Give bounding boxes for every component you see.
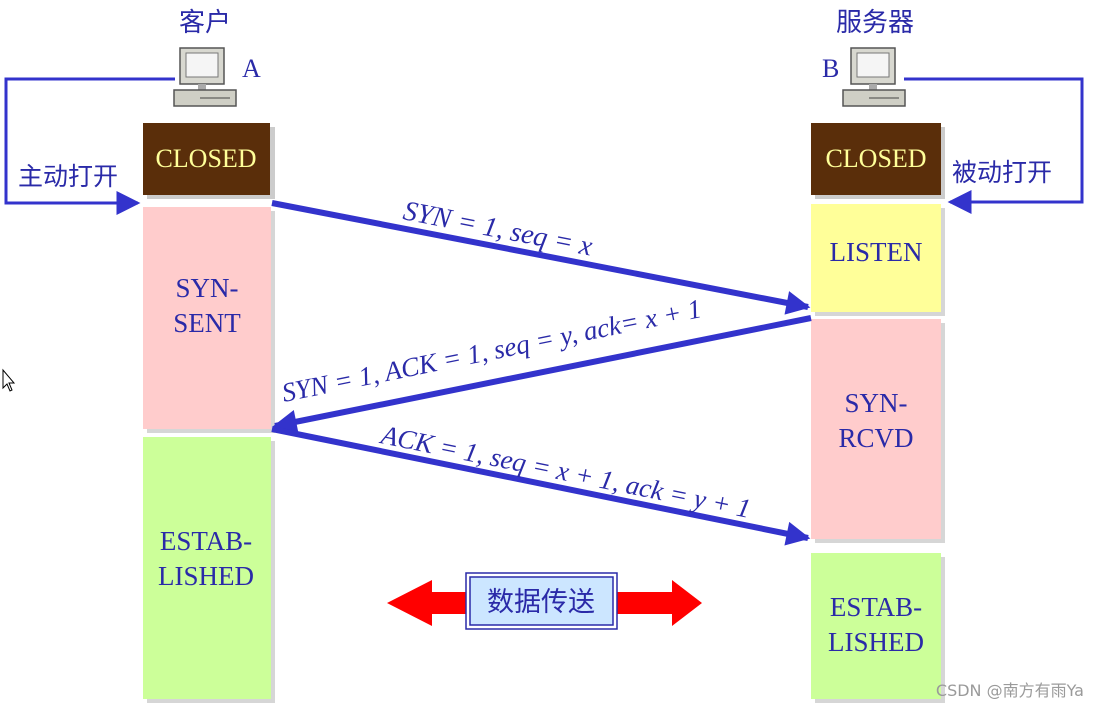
- server-state-closed: [811, 123, 941, 195]
- server-open-connector: [904, 77, 1084, 214]
- ack-message-label: ACK = 1, seq = x + 1, ack = y + 1: [377, 419, 753, 524]
- server-listen-label: LISTEN: [830, 237, 923, 267]
- client-estab-line2: LISHED: [158, 561, 254, 591]
- server-closed-label: CLOSED: [825, 144, 926, 173]
- watermark: CSDN @南方有雨Ya: [936, 681, 1084, 700]
- syn-arrow: [271, 200, 811, 315]
- server-computer-icon: [842, 47, 906, 107]
- client-state-syn-sent: [143, 207, 271, 429]
- client-open-label: 主动打开: [18, 162, 118, 191]
- client-state-established: [143, 437, 271, 699]
- server-title: 服务器: [836, 8, 914, 38]
- client-syn-sent-line2: SENT: [173, 308, 241, 338]
- client-letter: A: [242, 54, 261, 83]
- server-state-syn-rcvd: [811, 319, 941, 539]
- client-estab-line1: ESTAB-: [160, 526, 252, 556]
- client-computer-icon: [173, 47, 237, 107]
- client-open-connector: [4, 77, 175, 215]
- server-estab-line1: ESTAB-: [830, 592, 922, 622]
- data-transfer-label: 数据传送: [487, 587, 595, 618]
- server-estab-line2: LISHED: [828, 627, 924, 657]
- client-title: 客户: [179, 8, 231, 38]
- client-state-closed: [143, 123, 270, 195]
- syn-message-label: SYN = 1, seq = x: [401, 195, 596, 262]
- server-syn-rcvd-line1: SYN-: [844, 388, 907, 418]
- server-state-listen: [811, 204, 941, 312]
- ack-arrow: [271, 426, 811, 546]
- server-letter: B: [822, 54, 839, 83]
- server-state-established: [811, 553, 941, 699]
- client-syn-sent-line1: SYN-: [175, 273, 238, 303]
- server-open-label: 被动打开: [952, 158, 1052, 187]
- syn-ack-arrow: [272, 315, 812, 434]
- server-syn-rcvd-line2: RCVD: [838, 423, 913, 453]
- client-closed-label: CLOSED: [155, 144, 256, 173]
- mouse-cursor-icon: [2, 368, 16, 392]
- data-transfer-box: [469, 576, 614, 626]
